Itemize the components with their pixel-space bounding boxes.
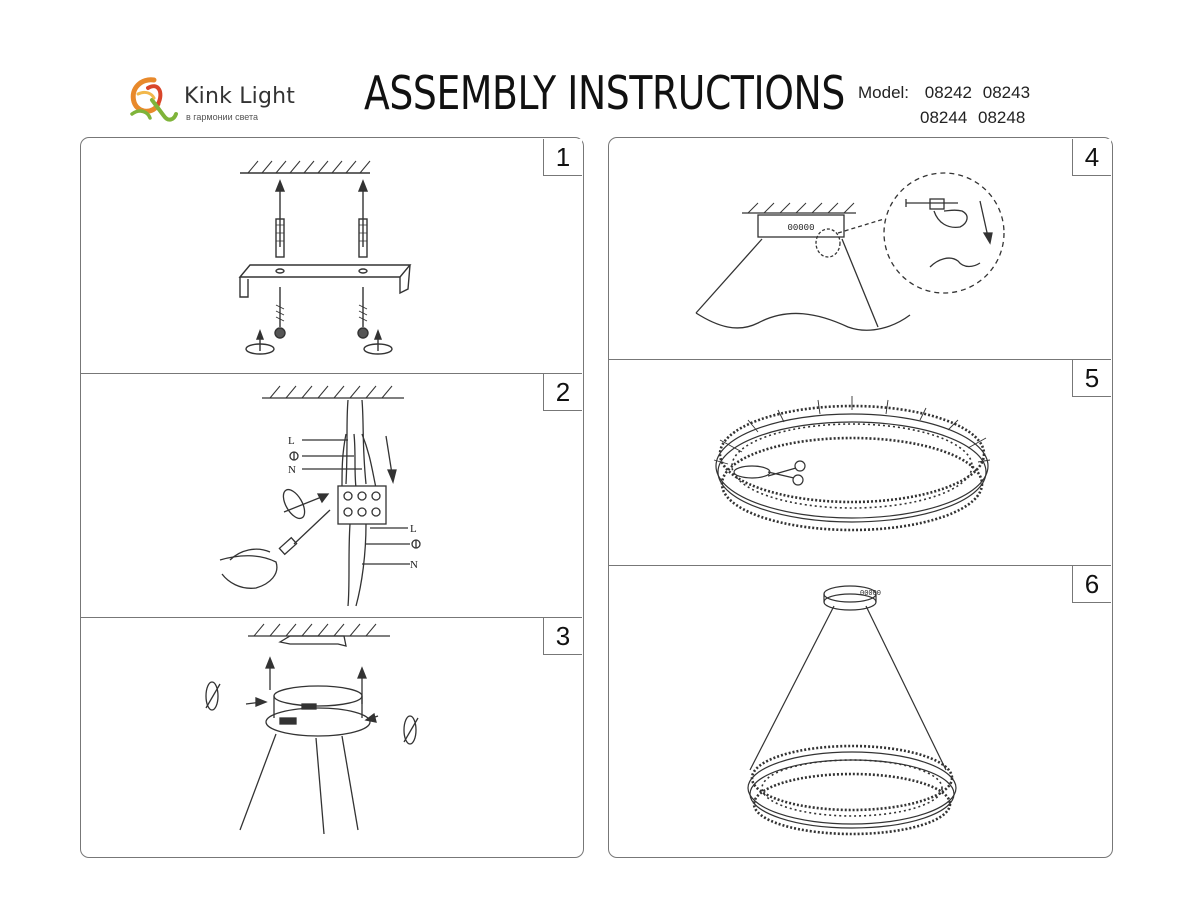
divider (81, 617, 582, 618)
step-1-mounting-bracket-illustration (238, 160, 412, 355)
canopy-label-text: 00000 (860, 590, 881, 598)
wire-label-l-bottom: L (410, 523, 417, 535)
divider (609, 565, 1111, 566)
step-number-4: 4 (1072, 139, 1111, 176)
step-2-wiring-illustration: L N L N (219, 385, 421, 607)
model-code: 08243 (982, 83, 1031, 102)
left-column-frame (80, 137, 584, 858)
divider (609, 359, 1111, 360)
step-number-3: 3 (543, 618, 582, 655)
brand-logo: Kink Light в гармонии света (124, 74, 324, 130)
model-code: 08242 (924, 83, 973, 102)
step-number-1: 1 (543, 139, 582, 176)
step-5-crystal-ring-illustration (713, 396, 991, 532)
page-title: ASSEMBLY INSTRUCTIONS (364, 66, 845, 120)
wire-label-n-bottom: N (410, 559, 418, 571)
step-4-suspension-cable-illustration: 00000 (695, 172, 1005, 331)
model-label: Model: (858, 83, 910, 102)
kink-light-logo-icon (130, 77, 178, 122)
wire-label-n-top: N (288, 464, 296, 476)
canopy-label-text: 00000 (787, 223, 814, 233)
step-number-6: 6 (1072, 566, 1111, 603)
wire-label-l-top: L (288, 435, 295, 447)
model-list: Model: 08242 08243 08244 08248 (858, 80, 1036, 130)
step-6-finished-fixture-illustration: 00000 (747, 585, 957, 836)
step-3-canopy-illustration (205, 623, 419, 835)
model-code: 08248 (978, 108, 1026, 127)
brand-tagline: в гармонии света (186, 112, 259, 122)
step-number-5: 5 (1072, 360, 1111, 397)
model-code: 08244 (920, 108, 968, 127)
step-number-2: 2 (543, 374, 582, 411)
model-row-2: 08244 08248 (858, 105, 1036, 130)
brand-name: Kink Light (184, 84, 296, 109)
right-column-frame (608, 137, 1113, 858)
model-row-1: Model: 08242 08243 (858, 80, 1036, 105)
divider (81, 373, 582, 374)
